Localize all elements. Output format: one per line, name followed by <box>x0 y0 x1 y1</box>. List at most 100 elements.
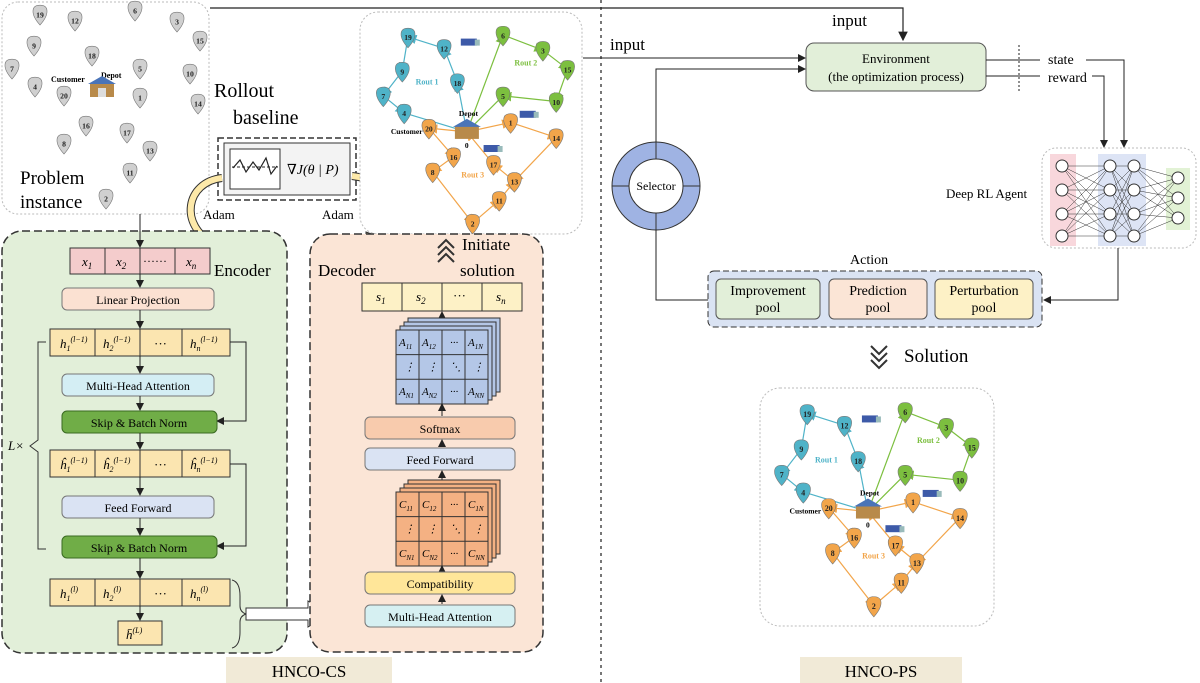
feed-forward-label: Feed Forward <box>105 501 172 515</box>
map-pin-icon <box>795 482 811 504</box>
map-pin-icon <box>400 27 416 49</box>
rollout-chart-icon <box>229 148 281 190</box>
map-pin-icon <box>495 86 511 108</box>
svg-text:0: 0 <box>866 521 870 530</box>
matrix-cell: ⋮ <box>404 362 415 374</box>
neuron <box>1103 229 1117 243</box>
truck-icon <box>861 415 878 423</box>
truck-icon <box>519 110 536 118</box>
matrix-cell: ··· <box>450 499 459 511</box>
mha-label: Multi-Head Attention <box>86 379 190 393</box>
map-pin-icon <box>32 4 48 26</box>
hidden-cell-label: h2(l) <box>103 585 121 603</box>
linear-projection-label: Linear Projection <box>96 293 180 307</box>
map-pin-icon <box>836 416 852 438</box>
node-label: 11 <box>126 168 133 177</box>
map-pin-icon <box>821 498 837 520</box>
node-label: 5 <box>138 64 142 73</box>
decoder-feed-forward-label: Feed Forward <box>407 453 474 467</box>
map-pin-icon <box>909 553 925 575</box>
map-pin-icon <box>122 162 138 184</box>
node-label: 14 <box>956 514 964 523</box>
map-pin-icon <box>192 30 208 52</box>
output-s1: s1 <box>376 289 386 306</box>
matrix-cell: ⋱ <box>450 524 461 536</box>
map-pin-icon <box>190 93 206 115</box>
h-hat-labels: ĥ1(l−1)ĥ2(l−1)···ĥn(l−1) <box>60 456 218 474</box>
input-top-arrow <box>210 7 908 42</box>
decoder-mha-label: Multi-Head Attention <box>388 610 492 624</box>
map-pin-icon <box>132 87 148 109</box>
map-pin-icon <box>952 508 968 530</box>
hidden-cell-label: ĥn(l−1) <box>190 456 218 474</box>
matrix-cell: A11 <box>398 337 412 351</box>
node-label: 10 <box>186 69 194 78</box>
h-prev-labels: h1(l−1)h2(l−1)···hn(l−1) <box>60 335 218 353</box>
pool-label: Prediction <box>849 284 907 299</box>
node-label: 7 <box>381 92 385 101</box>
node-label: 17 <box>891 541 899 550</box>
feed-forward-block <box>61 495 215 519</box>
node-label: 20 <box>60 91 68 100</box>
problem-instance-title-1: Problem <box>20 168 85 189</box>
map-pin-icon <box>395 62 410 83</box>
node-label: 8 <box>431 168 435 177</box>
map-pin-icon <box>4 58 20 80</box>
map-pin-icon <box>376 86 391 108</box>
node-label: 1 <box>509 119 513 128</box>
h-hat-row <box>49 449 231 478</box>
map-pin-icon <box>825 543 841 565</box>
upward-chevrons-icon <box>437 238 455 263</box>
node-label: 10 <box>956 477 964 486</box>
input-side-label: input <box>610 35 645 54</box>
node-label: 4 <box>402 109 406 118</box>
neuron <box>1127 207 1141 221</box>
depot-icon <box>454 125 479 139</box>
map-pin-icon <box>465 214 480 235</box>
svg-text:Rout 2: Rout 2 <box>514 58 537 67</box>
rollout-title-2: baseline <box>233 107 299 129</box>
route-edge <box>432 171 474 225</box>
hnco-ps-footer-bg <box>800 657 962 683</box>
node-label: 9 <box>400 67 404 76</box>
node-label: 14 <box>552 134 560 143</box>
mha-block <box>61 373 215 397</box>
svg-text:Rout 3: Rout 3 <box>461 171 484 180</box>
map-pin-icon <box>84 45 100 67</box>
map-pin-icon <box>182 63 198 85</box>
skip-bn-1-label: Skip & Batch Norm <box>91 416 188 430</box>
map-pin-icon <box>425 162 440 184</box>
adam-right-label: Adam <box>322 207 354 222</box>
matrix-cell: ··· <box>450 548 459 560</box>
matrix-cell: C1N <box>468 499 484 513</box>
map-pin-icon <box>421 119 437 140</box>
matrix-cell: CN2 <box>422 548 438 562</box>
node-label: 12 <box>841 422 849 431</box>
svg-text:Rout 2: Rout 2 <box>917 436 940 445</box>
map-pin-icon <box>893 572 909 594</box>
map-pin-icon <box>56 133 72 155</box>
adam-left-label: Adam <box>203 207 235 222</box>
matrix-cell: ⋮ <box>473 362 484 374</box>
hidden-cell-label: ··· <box>154 336 167 351</box>
solution-routes: 1912974186315510114201617813112Depot0Cus… <box>774 402 980 618</box>
hidden-cell-label: ĥ1(l−1) <box>60 456 88 474</box>
pool-label: pool <box>866 301 891 316</box>
output-sn: sn <box>496 289 506 306</box>
node-label: 8 <box>62 139 66 148</box>
depot-icon <box>88 76 116 97</box>
svg-text:Rout 1: Rout 1 <box>416 77 439 86</box>
map-pin-icon <box>548 128 564 149</box>
svg-text:Depot: Depot <box>459 109 479 118</box>
matrix-cell: CN1 <box>399 548 415 562</box>
map-pin-icon <box>507 172 522 193</box>
map-pin-icon <box>503 113 518 134</box>
truck-icon <box>922 489 939 497</box>
node-label: 19 <box>803 410 811 419</box>
node-label: 1 <box>911 498 915 507</box>
node-label: 18 <box>454 79 462 88</box>
map-pin-icon <box>846 527 862 549</box>
route-edge <box>501 91 557 103</box>
problem-instance-panel <box>1 1 210 215</box>
matrix-cell: CNN <box>468 548 485 562</box>
